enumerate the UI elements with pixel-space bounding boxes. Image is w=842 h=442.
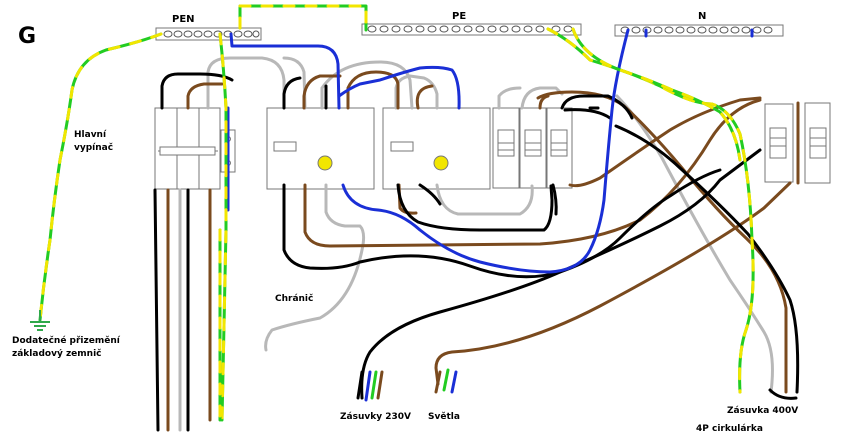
rcd-1 (266, 107, 375, 190)
saw-label: 4P cirkulárka (696, 424, 763, 434)
outlets-230-label: Zásuvky 230V (340, 412, 411, 422)
blue-wires (226, 28, 754, 402)
pen-busbar-label: PEN (172, 14, 195, 25)
lights-label: Světla (428, 412, 460, 422)
drop-ends (356, 370, 458, 400)
rcd-1-test-button (317, 155, 333, 171)
main-switch-label-line1: Hlavní (74, 130, 107, 140)
pe-busbar (361, 23, 582, 36)
black-wires (153, 72, 800, 432)
grey-wires (178, 56, 774, 432)
diagram-letter: G (18, 24, 37, 49)
n-busbar-label: N (698, 11, 707, 22)
n-busbar (614, 24, 784, 37)
pe-busbar-label: PE (452, 11, 467, 22)
ground-symbol (30, 310, 50, 331)
rcd-label: Chránič (275, 294, 314, 304)
earthing-label-line2: základový zemnič (12, 349, 102, 359)
breakers-group (492, 107, 573, 189)
main-switch (154, 107, 221, 190)
right-breakers (764, 102, 831, 184)
rcd-2 (382, 107, 491, 190)
pen-busbar (155, 27, 262, 41)
rcd-2-test-button (433, 155, 449, 171)
outlet-400-label: Zásuvka 400V (727, 406, 799, 416)
main-switch-label-line2: vypínač (74, 143, 114, 153)
earthing-label-line1: Dodatečné přizemění (12, 336, 120, 346)
earth-wires (38, 4, 755, 422)
